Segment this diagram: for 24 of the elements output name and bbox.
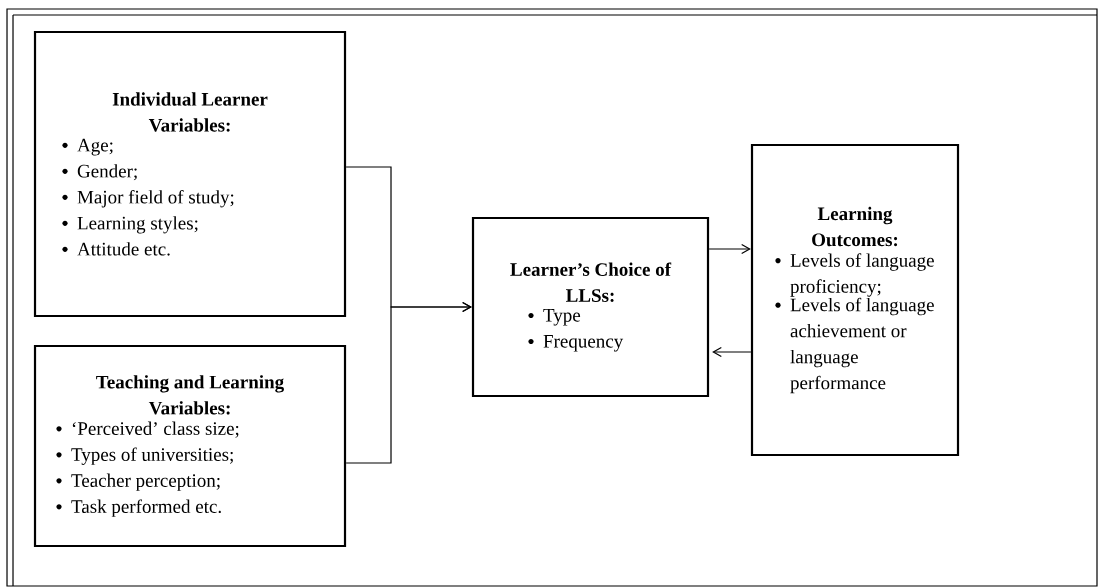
- bullet-item: Gender;: [77, 164, 137, 181]
- text-box: [33, 344, 347, 548]
- text-box: [33, 30, 347, 318]
- bullet-item: Attitude etc.: [77, 242, 170, 256]
- bullet-item: Teacher perception;: [71, 473, 220, 491]
- bullet-item: Types of universities;: [71, 447, 233, 465]
- box-heading: Individual Learner Variables:: [112, 92, 268, 132]
- arrow: [345, 301, 472, 464]
- bullet-item: Learning styles;: [77, 216, 198, 234]
- box-heading: Learning Outcomes:: [812, 206, 898, 247]
- bullet-item: Type: [543, 309, 581, 326]
- bullet-item: Levels of language proficiency;: [790, 253, 934, 297]
- text-box: [471, 216, 710, 398]
- bullet-item: Major field of study;: [77, 190, 234, 208]
- box-heading: Teaching and Learning Variables:: [96, 375, 284, 415]
- bullet-item: Task performed etc.: [71, 499, 221, 517]
- bullet-item: ‘Perceived’ class size;: [72, 421, 239, 438]
- bullet-item: Age;: [77, 138, 113, 156]
- arrow: [708, 243, 751, 255]
- bullet-item: Frequency: [543, 335, 624, 352]
- box-heading: Learner’s Choice of LLSs:: [510, 262, 672, 303]
- text-box: [750, 143, 960, 457]
- arrow: [712, 346, 752, 358]
- bullet-item: Levels of language achievement or language performance: [790, 297, 934, 394]
